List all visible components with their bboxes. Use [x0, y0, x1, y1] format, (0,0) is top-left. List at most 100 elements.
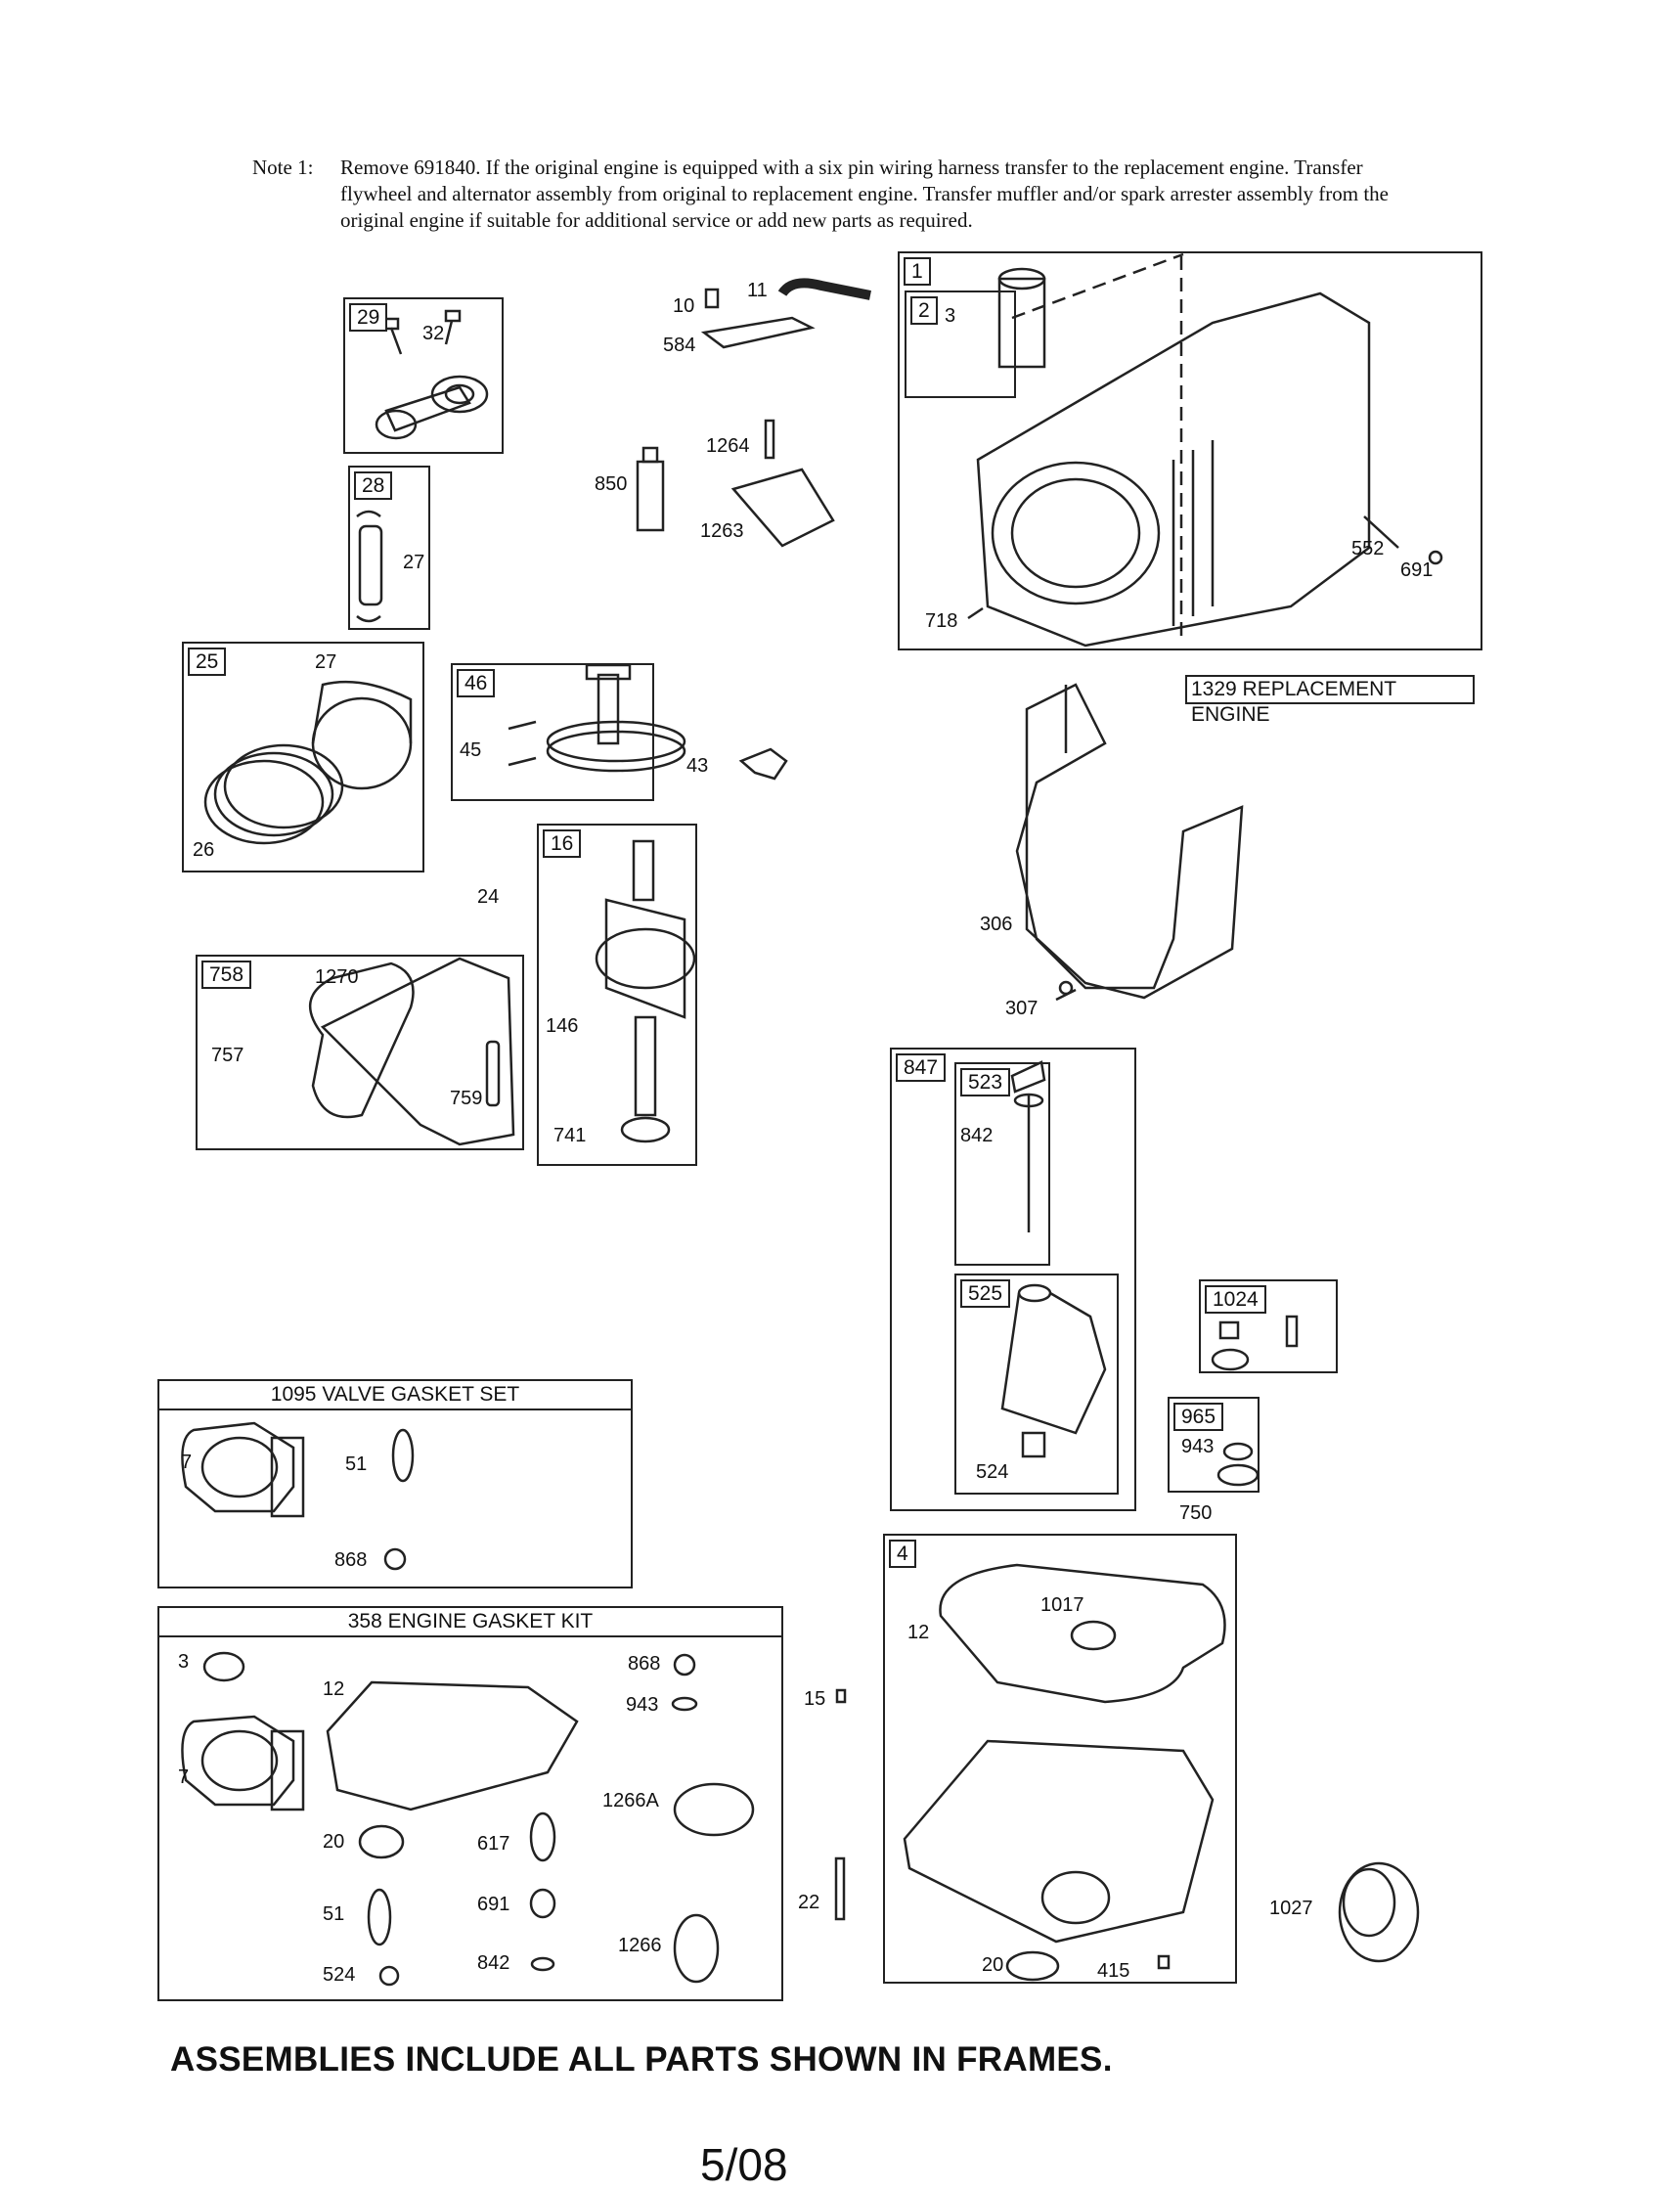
frame-46: 46 [451, 663, 654, 801]
part-12-gasket: 12 [907, 1622, 930, 1643]
part-1266a: 1266A [602, 1790, 659, 1811]
part-24: 24 [477, 886, 500, 908]
part-45: 45 [460, 739, 482, 761]
frame-28-tag: 28 [354, 471, 393, 500]
frame-758: 758 [196, 955, 524, 1150]
page-number: 5/08 [700, 2139, 788, 2190]
part-842-ring: 842 [960, 1125, 994, 1146]
shroud-drawing [1015, 683, 1244, 1000]
bracket-drawing [730, 419, 835, 548]
part-51-exhaust-gasket: 51 [323, 1903, 345, 1925]
part-1270: 1270 [315, 966, 359, 988]
part-718: 718 [925, 610, 958, 632]
part-759: 759 [450, 1088, 483, 1109]
part-26: 26 [193, 839, 215, 861]
part-7-head-gasket: 7 [181, 1452, 193, 1473]
part-3-seal: 3 [945, 305, 956, 327]
assemblies-footer: ASSEMBLIES INCLUDE ALL PARTS SHOWN IN FR… [170, 2040, 1113, 2079]
valve-gasket-set-divider [159, 1408, 631, 1410]
cylinder-head-drawing [308, 957, 515, 1146]
piston-pin-drawing [356, 510, 383, 623]
frame-1-tag: 1 [904, 257, 931, 286]
part-43: 43 [686, 755, 709, 777]
part-27-pin: 27 [403, 552, 425, 573]
part-943-o-ring: 943 [626, 1694, 659, 1716]
frame-4-tag: 4 [889, 1540, 916, 1568]
part-20-oil-seal: 20 [982, 1954, 1004, 1976]
frame-16-tag: 16 [543, 829, 582, 858]
frame-525-tag: 525 [960, 1279, 1011, 1308]
part-943-seal: 943 [1181, 1436, 1215, 1457]
frame-525: 525 [954, 1274, 1119, 1495]
note: Note 1: Remove 691840. If the original e… [252, 155, 1406, 234]
part-750: 750 [1179, 1502, 1213, 1524]
part-842-o-ring: 842 [477, 1952, 510, 1974]
part-7-gasket: 7 [178, 1766, 190, 1788]
frame-1024-tag: 1024 [1205, 1285, 1266, 1314]
engine-gasket-kit-title: 358 ENGINE GASKET KIT [347, 1610, 594, 1632]
part-306: 306 [980, 914, 1013, 935]
frame-engine-gasket-kit: 358 ENGINE GASKET KIT [157, 1606, 783, 2001]
part-741: 741 [553, 1125, 587, 1146]
part-552: 552 [1351, 538, 1385, 559]
part-850: 850 [595, 473, 628, 495]
part-1263: 1263 [700, 520, 744, 542]
note-text: Remove 691840. If the original engine is… [340, 156, 1390, 232]
connecting-rod-drawing [375, 309, 489, 440]
part-415: 415 [1097, 1960, 1130, 1982]
oil-filter-drawing [1338, 1861, 1420, 1963]
frame-4: 4 [883, 1534, 1237, 1984]
frame-758-tag: 758 [201, 961, 252, 989]
breather-drawing [700, 278, 871, 349]
part-32: 32 [422, 323, 445, 344]
part-1266: 1266 [618, 1935, 662, 1956]
frame-523: 523 [954, 1062, 1050, 1266]
frame-523-tag: 523 [960, 1068, 1011, 1096]
part-307: 307 [1005, 998, 1039, 1019]
frame-965-tag: 965 [1173, 1403, 1224, 1431]
frame-29: 29 [343, 297, 504, 454]
bolt-15-drawing [835, 1688, 847, 1704]
part-524-grommet: 524 [976, 1461, 1009, 1483]
piston-rings-drawing [203, 680, 413, 845]
note-label: Note 1: [252, 156, 314, 179]
dipstick-drawing [1010, 1060, 1046, 1232]
replacement-engine-label: 1329 REPLACEMENT ENGINE [1185, 675, 1475, 726]
part-1027: 1027 [1269, 1898, 1313, 1919]
short-block-drawing [967, 252, 1443, 648]
screw-drawing [1055, 988, 1077, 1002]
crankshaft-drawing [595, 839, 696, 1143]
frame-28: 28 [348, 466, 430, 630]
frame-847: 847 [890, 1048, 1136, 1511]
engine-gasket-kit-divider [159, 1635, 781, 1637]
part-15: 15 [804, 1688, 826, 1710]
frame-16: 16 [537, 824, 697, 1166]
part-10: 10 [673, 295, 695, 317]
part-691-nut: 691 [1400, 559, 1434, 581]
bolt-22-drawing [834, 1856, 846, 1921]
part-868-valve-seal: 868 [628, 1653, 661, 1675]
part-757: 757 [211, 1045, 244, 1066]
camshaft-drawing [508, 663, 686, 773]
part-20-seal: 20 [323, 1831, 345, 1853]
dipstick-tube-drawing [1000, 1283, 1107, 1458]
part-3-oil-seal: 3 [178, 1651, 190, 1673]
frame-29-tag: 29 [349, 303, 388, 332]
frame-46-tag: 46 [457, 669, 496, 697]
frame-25: 25 [182, 642, 424, 872]
part-1264: 1264 [706, 435, 750, 457]
engine-gasket-kit-drawing [181, 1651, 755, 1987]
frame-25-tag: 25 [188, 648, 227, 676]
part-27-piston: 27 [315, 651, 337, 673]
frame-1: 1 [898, 251, 1482, 650]
sump-drawing [903, 1563, 1226, 1982]
part-584: 584 [663, 335, 696, 356]
part-617: 617 [477, 1833, 510, 1855]
part-1017: 1017 [1040, 1594, 1084, 1616]
valve-gasket-set-drawing [181, 1421, 415, 1571]
frame-965: 965 [1168, 1397, 1260, 1493]
frame-2: 2 [905, 291, 1016, 398]
breather-kit-drawing [1211, 1315, 1299, 1371]
frame-847-tag: 847 [896, 1053, 947, 1082]
governor-drawing [738, 747, 788, 781]
